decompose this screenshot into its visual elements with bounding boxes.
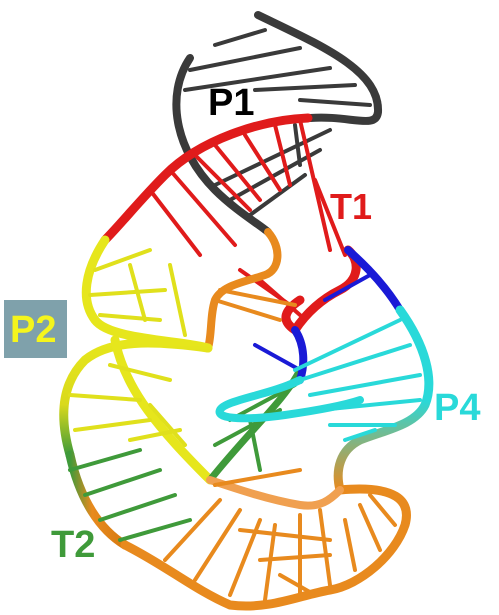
label-t2: T2 — [51, 526, 95, 564]
label-p2: P2 — [10, 311, 56, 349]
orange-bottom-loop — [125, 470, 406, 606]
p4-helix — [220, 310, 429, 490]
label-p4: P4 — [434, 389, 480, 427]
p2-helix — [64, 240, 210, 480]
label-t1: T1 — [330, 189, 372, 225]
label-p1: P1 — [208, 84, 254, 122]
